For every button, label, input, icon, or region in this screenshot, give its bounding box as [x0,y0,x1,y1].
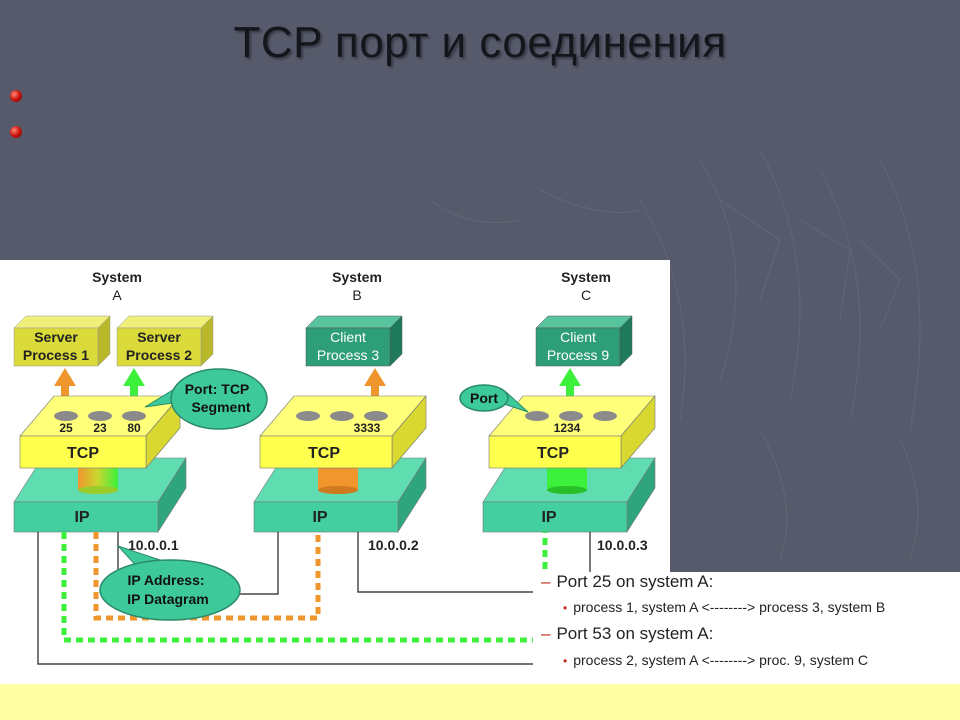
tcp-box-b: 3333 TCP [259,395,427,469]
tcp-label-b: TCP [308,445,340,462]
bullet-marker-1 [10,90,22,102]
system-a-name: A [112,287,122,303]
ip-label-b: IP [312,509,327,526]
note-item-2: –Port 53 on system A: [541,624,713,644]
callout-port-tcp-line2: Segment [191,399,250,415]
note-subitem-1: • process 1, system A <--------> process … [563,599,885,615]
tcp-label-c: TCP [537,445,569,462]
dash-marker: – [541,624,551,643]
process-2-line1: Server [137,329,181,345]
system-a-label: System [92,269,142,285]
note-item-2-text: Port 53 on system A: [556,624,714,643]
tcp-ip-link-c [547,466,587,494]
port-3333: 3333 [354,421,381,435]
bullet-marker-2 [10,126,22,138]
dot-marker: • [563,601,568,615]
callout-ip-address: IP Address: IP Datagram [99,544,241,621]
port-23: 23 [93,421,107,435]
callout-port: Port [459,384,529,413]
process-2-line2: Process 2 [126,347,192,363]
port-25: 25 [59,421,73,435]
note-item-1-text: Port 25 on system A: [556,572,714,591]
callout-port-tcp-line1: Port: TCP [185,381,250,397]
dash-marker: – [541,572,551,591]
system-b-label: System [332,269,382,285]
system-c-label: System [561,269,611,285]
process-box-9: Client Process 9 [535,315,633,367]
port-1234: 1234 [554,421,581,435]
process-3-line1: Client [330,329,366,345]
ip-label-c: IP [541,509,556,526]
process-9-line1: Client [560,329,596,345]
ip-label-a: IP [74,509,89,526]
tcp-ip-link-b [318,466,358,494]
callout-port-tcp-segment: Port: TCP Segment [144,368,268,430]
notes-panel: –Port 25 on system A: •process 1, system… [533,572,960,684]
port-80: 80 [127,421,141,435]
note-subitem-2-text: process 2, system A <--------> proc. 9, … [573,652,869,668]
note-item-1: –Port 25 on system A: [541,572,713,592]
note-subitem-2: • process 2, system A <--------> proc. 9,… [563,652,868,668]
callout-ip-line2: IP Datagram [127,591,208,607]
system-c-name: C [581,287,591,303]
dot-marker: • [563,654,568,668]
system-b-name: B [352,287,361,303]
process-box-1: Server Process 1 [13,315,111,367]
tcp-diagram-svg: System A System B System C Server Proces… [13,269,656,665]
connection-port-25 [93,532,321,621]
process-1-line1: Server [34,329,78,345]
tcp-label-a: TCP [67,445,99,462]
ip-box-c: IP [482,456,656,534]
note-subitem-1-text: process 1, system A <--------> process 3… [573,599,886,615]
bottom-strip [0,684,960,720]
tcp-box-a: 25 23 80 TCP [19,395,181,469]
process-box-3: Client Process 3 [305,315,403,367]
process-3-line2: Process 3 [317,347,379,363]
callout-port-label: Port [470,390,498,406]
address-c: 10.0.0.3 [597,537,648,553]
address-b: 10.0.0.2 [368,537,419,553]
address-a: 10.0.0.1 [128,537,179,553]
process-9-line2: Process 9 [547,347,609,363]
process-1-line2: Process 1 [23,347,89,363]
slide-title: TCP порт и соединения [233,18,727,67]
process-box-2: Server Process 2 [116,315,214,367]
callout-ip-line1: IP Address: [127,572,204,588]
tcp-box-c: 1234 TCP [488,395,656,469]
tcp-ip-link-a [78,466,118,494]
